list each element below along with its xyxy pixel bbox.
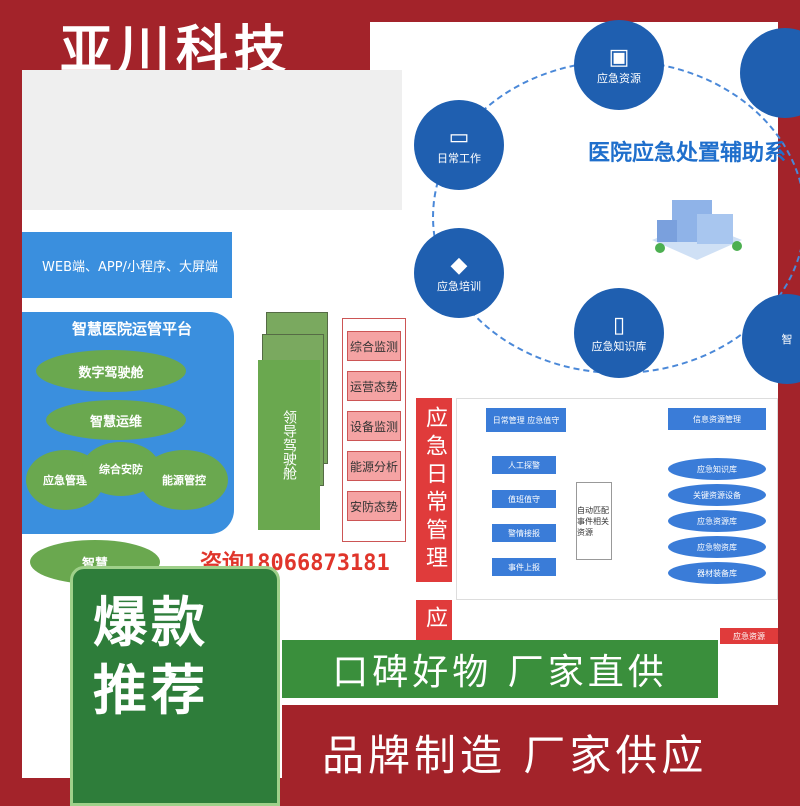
monitor-item: 安防态势	[347, 491, 401, 521]
node-resources: ▣应急资源	[574, 20, 664, 110]
hospital-building-illustration	[652, 200, 742, 260]
slogan-banner-2: 品牌制造 厂家供应	[282, 705, 800, 800]
db-disk: 应急知识库	[668, 458, 766, 480]
monitor-icon: ▭	[448, 124, 470, 150]
db-disk: 关键资源设备	[668, 484, 766, 506]
gray-panel	[22, 70, 402, 210]
lower-flow	[416, 600, 776, 640]
flow-step: 值班值守	[492, 490, 556, 508]
monitor-item: 综合监测	[347, 331, 401, 361]
ops-ellipse: 智慧运维	[46, 400, 186, 440]
daily-management-column: 应急日常管理	[416, 398, 452, 582]
leader-cockpit: 领导驾驶舱	[258, 360, 320, 530]
node-knowledge: ▯应急知识库	[574, 288, 664, 378]
graduation-cap-icon: ◆	[450, 252, 468, 278]
brand-tab: 亚川科技	[0, 0, 370, 81]
node-label: 智	[781, 333, 793, 346]
node-label: 应急培训	[437, 279, 481, 293]
db-disk: 器材装备库	[668, 562, 766, 584]
db-disk: 应急资源库	[668, 510, 766, 532]
badge-line2: 推荐	[93, 659, 209, 722]
flow-step: 警情接报	[492, 524, 556, 542]
book-icon: ▯	[612, 312, 626, 338]
lower-red-box: 应急资源	[720, 628, 778, 644]
db-title: 信息资源管理	[668, 408, 766, 430]
lower-red-column: 应	[416, 600, 452, 640]
monitor-item: 能源分析	[347, 451, 401, 481]
auto-match-box: 自动匹配事件相关资源	[576, 482, 612, 560]
slogan-banner-1: 口碑好物 厂家直供	[282, 640, 718, 698]
badge-line1: 爆款	[93, 591, 209, 654]
system-title: 医院应急处置辅助系	[588, 141, 787, 166]
hot-recommend-badge: 爆款推荐	[70, 566, 280, 806]
energy-ellipse: 能源管控	[140, 450, 228, 510]
client-endpoints-box: WEB端、APP/小程序、大屏端	[22, 232, 232, 298]
flow-step: 人工探警	[492, 456, 556, 474]
node-daily-work: ▭日常工作	[414, 100, 504, 190]
client-endpoints-label: WEB端、APP/小程序、大屏端	[42, 259, 218, 275]
node-label: 应急资源	[597, 71, 641, 85]
platform-title: 智慧医院运管平台	[72, 320, 193, 338]
platform-box: 智慧医院运管平台 数字驾驶舱 智慧运维 应急管理 综合安防 能源管控	[22, 312, 234, 534]
monitor-item: 运营态势	[347, 371, 401, 401]
monitor-column: 综合监测 运营态势 设备监测 能源分析 安防态势	[342, 318, 406, 542]
node-label: 应急知识库	[591, 339, 647, 353]
node-label: 日常工作	[437, 151, 481, 165]
flow-step: 日常管理 应急值守	[486, 408, 566, 432]
db-disk: 应急物资库	[668, 536, 766, 558]
monitor-item: 设备监测	[347, 411, 401, 441]
cockpit-ellipse: 数字驾驶舱	[36, 350, 186, 392]
node-training: ◆应急培训	[414, 228, 504, 318]
flow-step: 事件上报	[492, 558, 556, 576]
box-icon: ▣	[608, 44, 630, 70]
